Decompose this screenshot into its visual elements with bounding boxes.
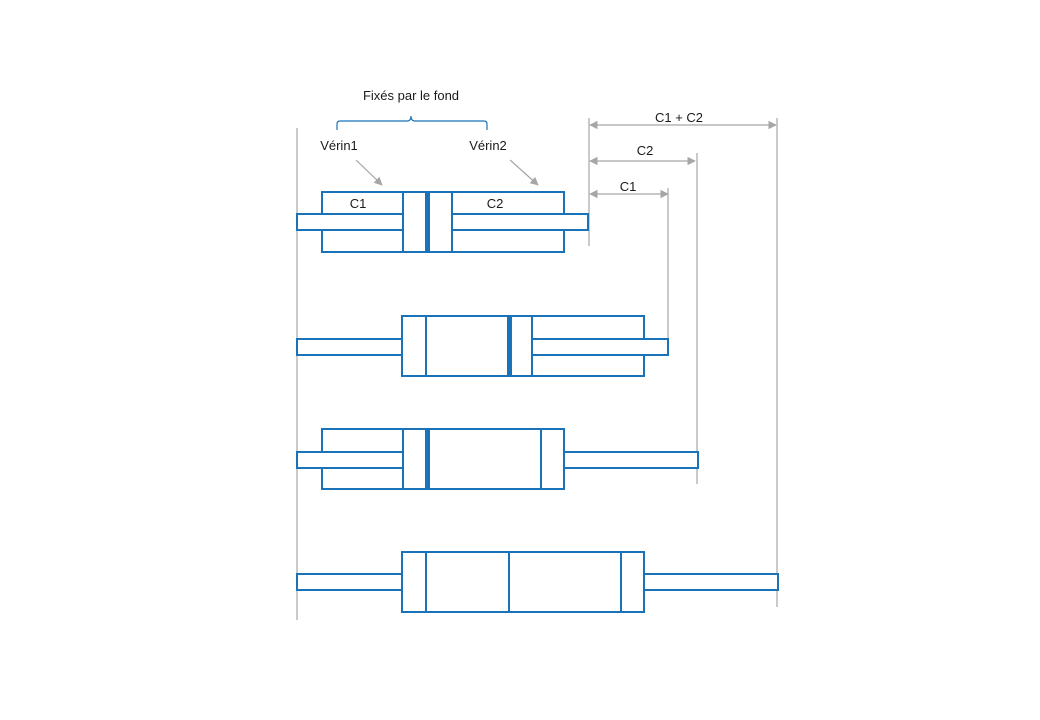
cylinder2-body [508, 551, 645, 613]
cylinder2-rod [643, 573, 779, 591]
cylinder2-piston [428, 191, 453, 253]
cylinder1-rod [296, 338, 403, 356]
cylinder1-rod [296, 451, 404, 469]
cylinder2-label: Vérin2 [469, 138, 507, 153]
configuration-c1-extended [296, 315, 669, 377]
cylinder1-label: Vérin1 [320, 138, 358, 153]
cylinder2-body [428, 428, 565, 490]
cylinder1-piston [402, 191, 427, 253]
cylinder1-rod [296, 573, 403, 591]
chamber-c1-label: C1 [350, 196, 367, 211]
fixed-by-base-label: Fixés par le fond [363, 88, 459, 103]
cylinder1-body [401, 551, 510, 613]
fixed-by-base-brace [336, 115, 488, 130]
cylinder1-rod [296, 213, 404, 231]
cylinder1-piston [402, 428, 427, 490]
dimension-c1-label: C1 [620, 179, 637, 194]
configuration-fully-extended [296, 551, 779, 613]
cylinder2-rod [531, 338, 669, 356]
cylinder2-pointer-arrow [509, 159, 539, 186]
cylinder2-rod [451, 213, 589, 231]
cylinder1-pointer-arrow [355, 159, 383, 186]
dimension-c1c2-label: C1 + C2 [655, 110, 703, 125]
cylinder1-body [401, 315, 510, 377]
cylinder2-rod [563, 451, 699, 469]
dimension-c2-label: C2 [637, 143, 654, 158]
configuration-c2-extended [296, 428, 699, 490]
configuration-retracted: C1 C2 [296, 191, 589, 253]
chamber-c2-label: C2 [487, 196, 504, 211]
